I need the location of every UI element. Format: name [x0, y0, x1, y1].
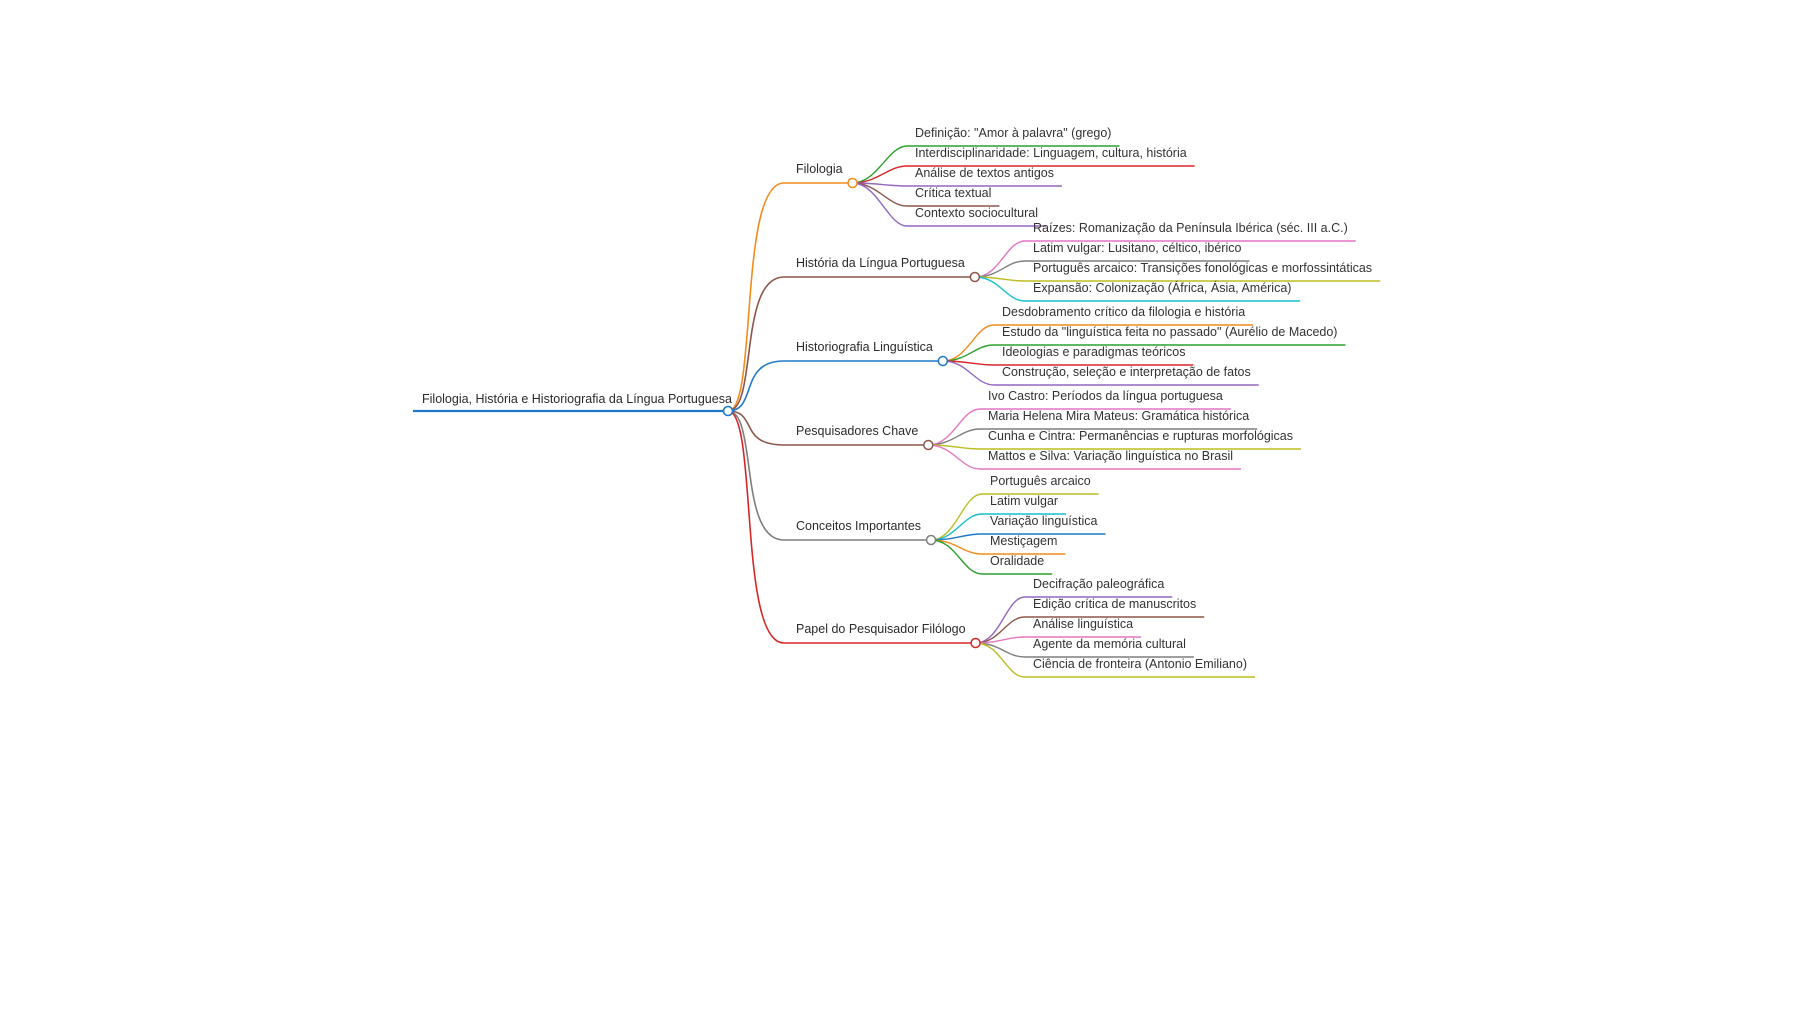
branch-topic[interactable]: Filologia	[796, 162, 843, 176]
leaf-topic[interactable]: Decifração paleográfica	[1033, 577, 1165, 591]
leaf-topic[interactable]: Análise linguística	[1033, 617, 1134, 631]
leaf-topic[interactable]: Construção, seleção e interpretação de f…	[1002, 365, 1251, 379]
branch-topic[interactable]: Papel do Pesquisador Filólogo	[796, 622, 966, 636]
leaf-topic[interactable]: Agente da memória cultural	[1033, 637, 1186, 651]
branch-topic[interactable]: Conceitos Importantes	[796, 519, 922, 533]
leaf-topic[interactable]: Maria Helena Mira Mateus: Gramática hist…	[988, 409, 1250, 423]
branch-collapse-node[interactable]	[925, 534, 937, 546]
leaf-connector	[852, 145, 1120, 184]
leaf-topic[interactable]: Interdisciplinaridade: Linguagem, cultur…	[915, 146, 1187, 160]
root-collapse-node[interactable]	[722, 405, 734, 417]
leaf-topic[interactable]: Ivo Castro: Períodos da língua portugues…	[988, 389, 1223, 403]
leaf-connector	[928, 444, 1242, 470]
leaf-connector	[931, 493, 1099, 541]
leaf-topic[interactable]: Expansão: Colonização (África, Ásia, Amé…	[1033, 281, 1292, 295]
leaf-connector	[852, 182, 1046, 227]
branch-collapse-node[interactable]	[937, 355, 949, 367]
leaf-topic[interactable]: Mestiçagem	[990, 534, 1058, 548]
leaf-topic[interactable]: Latim vulgar	[990, 494, 1059, 508]
leaf-connector	[942, 360, 1259, 386]
leaf-topic[interactable]: Ideologias e paradigmas teóricos	[1002, 345, 1186, 359]
branch-topic[interactable]: História da Língua Portuguesa	[796, 256, 965, 270]
branch-connector	[727, 182, 853, 412]
branch-topic[interactable]: Pesquisadores Chave	[796, 424, 919, 438]
branch-collapse-node[interactable]	[847, 177, 858, 189]
leaf-connector	[852, 165, 1195, 184]
leaf-connector	[975, 596, 1173, 644]
leaf-topic[interactable]: Edição crítica de manuscritos	[1033, 597, 1197, 611]
leaf-topic[interactable]: Raízes: Romanização da Península Ibérica…	[1033, 221, 1348, 235]
leaf-topic[interactable]: Latim vulgar: Lusitano, céltico, ibérico	[1033, 241, 1242, 255]
branch-connector	[727, 410, 976, 644]
leaf-topic[interactable]: Português arcaico: Transições fonológica…	[1033, 261, 1373, 275]
branch-collapse-node[interactable]	[923, 439, 934, 451]
leaf-connector	[975, 642, 1255, 678]
leaf-connector	[974, 260, 1250, 278]
branch-connector	[727, 410, 929, 446]
leaf-topic[interactable]: Análise de textos antigos	[915, 166, 1054, 180]
leaf-connector	[974, 276, 1301, 302]
leaf-connector	[931, 539, 1053, 575]
leaf-topic[interactable]: Desdobramento crítico da filologia e his…	[1002, 305, 1246, 319]
leaf-connector	[942, 344, 1346, 362]
branch-connector	[727, 276, 975, 412]
leaf-topic[interactable]: Variação linguística	[990, 514, 1098, 528]
leaf-topic[interactable]: Contexto sociocultural	[915, 206, 1038, 220]
root-topic[interactable]: Filologia, História e Historiografia da …	[422, 392, 732, 406]
branch-collapse-node[interactable]	[969, 271, 981, 283]
leaf-topic[interactable]: Mattos e Silva: Variação linguística no …	[988, 449, 1234, 463]
leaf-topic[interactable]: Definição: "Amor à palavra" (grego)	[915, 126, 1112, 140]
leaf-topic[interactable]: Estudo da "linguística feita no passado"…	[1002, 325, 1338, 339]
branch-connector	[727, 360, 943, 412]
leaf-topic[interactable]: Cunha e Cintra: Permanências e rupturas …	[988, 429, 1294, 443]
leaf-topic[interactable]: Crítica textual	[915, 186, 992, 200]
leaf-topic[interactable]: Ciência de fronteira (Antonio Emiliano)	[1033, 657, 1247, 671]
branch-collapse-node[interactable]	[970, 637, 981, 649]
leaf-topic[interactable]: Português arcaico	[990, 474, 1091, 488]
branch-connector	[727, 410, 932, 541]
branch-topic[interactable]: Historiografia Linguística	[796, 340, 933, 354]
leaf-connector	[928, 428, 1258, 446]
leaf-topic[interactable]: Oralidade	[990, 554, 1045, 568]
